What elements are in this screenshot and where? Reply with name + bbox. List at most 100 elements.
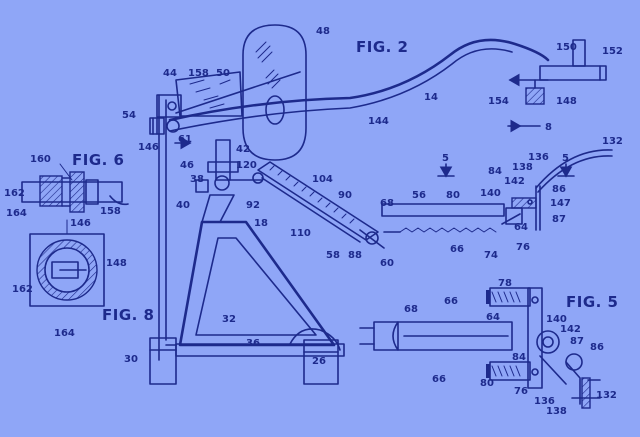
ref-label: 76 [516,242,530,253]
column-46 [215,139,231,181]
ref-label: 147 [550,198,571,209]
ref-label: 148 [106,258,127,269]
ref-label: 164 [54,328,75,339]
ref-label: 86 [590,342,604,353]
curved-arm-144 [168,38,550,122]
bracket-50 [175,71,243,117]
ref-label: 138 [512,162,533,173]
ref-label: 104 [312,174,333,185]
arm-top [175,71,301,114]
fig5-plan-view [359,287,601,409]
fig5-reference-labels: 78 68 66 64 140 142 87 86 84 66 80 76 13… [404,278,617,417]
section-mark-8: 8 [545,122,552,133]
ref-label: 84 [488,166,502,177]
ref-label: 87 [570,336,584,347]
fig2-apparatus [149,24,613,385]
ref-label: 66 [432,374,446,385]
plate-shading [255,41,281,89]
ref-label: 56 [412,190,426,201]
ref-label: 162 [4,188,25,199]
block-148 [525,87,545,105]
ref-label: 44 [163,68,177,79]
ref-label: 140 [480,188,501,199]
ref-label: 152 [602,46,623,57]
ref-label: 162 [12,284,33,295]
ref-label: 40 [176,200,190,211]
ref-label: 32 [222,314,236,325]
ref-label: 68 [380,198,394,209]
horizontal-arm-56 [381,203,505,217]
ref-label: 30 [124,354,138,365]
fig6-reference-labels: 160 162 164 146 158 [4,154,121,229]
fig8-reference-labels: 148 162 164 [12,258,127,339]
ref-label: 26 [312,356,326,367]
fig6-section [21,163,129,213]
foot-30 [149,337,177,385]
ref-label: 140 [546,314,567,325]
column-18 [201,194,235,223]
fig5-body [373,321,513,351]
section-mark-5-right: 5 [562,153,569,164]
ref-label: 110 [290,228,311,239]
oval-plate-48 [242,24,307,161]
ref-label: 50 [216,68,230,79]
ref-label: 46 [180,160,194,171]
ref-label: 88 [348,250,362,261]
ref-label: 68 [404,304,418,315]
ref-label: 158 [188,68,209,79]
spring-80 [399,227,497,233]
ref-label: 86 [552,184,566,195]
ref-label: 80 [446,190,460,201]
ref-label: 54 [122,110,136,121]
ref-label: 84 [512,352,526,363]
fig2-reference-labels: 48 44 158 50 54 146 61 46 42 120 38 40 9… [122,26,623,367]
ref-label: 14 [424,92,438,103]
ref-label: 66 [450,244,464,255]
pivot-60 [365,231,379,245]
ref-label: 132 [596,390,617,401]
spring-arm-104 [257,161,379,241]
a-frame-base [178,220,336,347]
plate-slot [265,95,285,125]
ref-label: 60 [380,258,394,269]
ref-label: 58 [326,250,340,261]
ref-label: 78 [498,278,512,289]
ref-label: 148 [556,96,577,107]
ref-label: 164 [6,208,27,219]
ref-label: 64 [486,312,500,323]
ref-label: 90 [338,190,352,201]
fig2-title: FIG. 2 [356,38,409,56]
ref-label: 18 [254,218,268,229]
ref-label: 36 [246,338,260,349]
ref-label: 38 [190,174,204,185]
head-block-152 [539,65,607,81]
ref-label: 144 [368,116,389,127]
fig8-section [29,219,105,307]
ref-label: 142 [560,324,581,335]
ref-label: 66 [444,296,458,307]
fig5-side-bar [527,287,543,389]
fig5-title: FIG. 5 [566,293,619,311]
ref-label: 154 [488,96,509,107]
ref-label: 42 [236,144,250,155]
ref-label: 150 [556,42,577,53]
ref-label: 74 [484,250,498,261]
ref-label: 136 [528,152,549,163]
ref-label: 160 [30,154,51,165]
arc-132 [535,149,613,189]
ref-label: 92 [246,200,260,211]
ref-label: 80 [480,378,494,389]
ref-label: 136 [534,396,555,407]
ref-label: 76 [514,386,528,397]
ref-label: 138 [546,406,567,417]
fig5-roller [536,330,560,354]
section-mark-5-left: 5 [442,153,449,164]
post-clamp-44 [156,94,182,118]
ref-label: 142 [504,176,525,187]
ref-label: 120 [236,160,257,171]
ref-label: 146 [138,142,159,153]
ref-label: 132 [602,136,623,147]
ref-label: 146 [70,218,91,229]
ref-label: 158 [100,206,121,217]
